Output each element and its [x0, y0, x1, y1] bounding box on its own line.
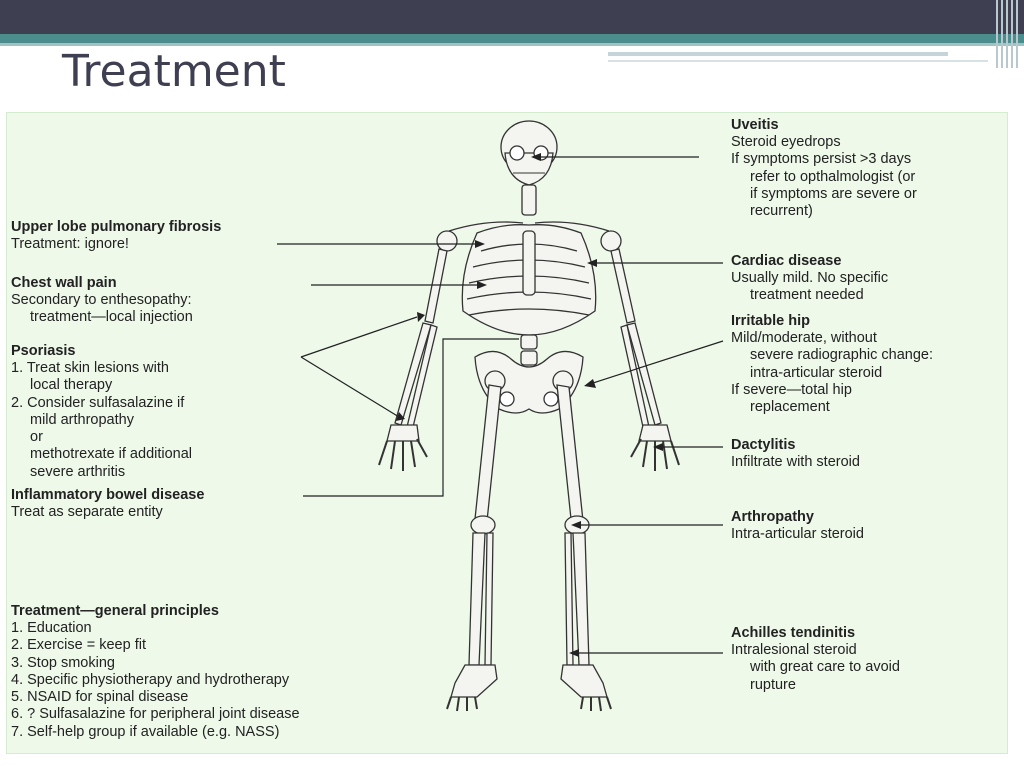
skeleton-illustration [277, 120, 724, 712]
line: with great care to avoid [750, 659, 900, 676]
line: severe arthritis [30, 463, 126, 480]
top-bar [0, 0, 1024, 34]
label-uveitis: Uveitis Steroid eyedrops If symptoms per… [731, 117, 917, 220]
line: severe radiographic change: [750, 347, 933, 364]
line: treatment—local injection [30, 309, 193, 326]
line: local therapy [30, 377, 113, 394]
line: rupture [750, 676, 796, 693]
accent-bar [0, 34, 1024, 43]
label-arthropathy: Arthropathy Intra-articular steroid [731, 509, 864, 543]
line: intra-articular steroid [750, 364, 883, 381]
line: If severe—total hip [731, 381, 852, 398]
label-upper-lobe-pulmonary-fibrosis: Upper lobe pulmonary fibrosis Treatment:… [11, 219, 221, 253]
slide-title: Treatment [62, 46, 286, 97]
line: Intralesional steroid [731, 642, 857, 658]
line: methotrexate if additional [30, 446, 193, 463]
label-general-principles: Treatment—general principles 1. Educatio… [11, 603, 300, 741]
line: 1. Education [11, 620, 92, 636]
label-achilles-tendinitis: Achilles tendinitis Intralesional steroi… [731, 625, 900, 694]
line: 2. Consider sulfasalazine if [11, 394, 185, 411]
title-rule-thin [608, 60, 988, 62]
line: Treatment: ignore! [11, 236, 129, 252]
heading: Upper lobe pulmonary fibrosis [11, 219, 222, 235]
label-inflammatory-bowel-disease: Inflammatory bowel disease Treat as sepa… [11, 487, 204, 521]
heading: Arthropathy [731, 509, 814, 525]
accent-bar-light [0, 43, 1024, 46]
heading: Cardiac disease [731, 253, 842, 269]
heading: Chest wall pain [11, 275, 117, 291]
title-rule [608, 52, 948, 56]
line: refer to opthalmologist (or [750, 168, 916, 185]
line: 5. NSAID for spinal disease [11, 689, 189, 706]
heading: Treatment—general principles [11, 603, 219, 619]
line: Secondary to enthesopathy: [11, 292, 192, 308]
label-dactylitis: Dactylitis Infiltrate with steroid [731, 437, 860, 471]
label-irritable-hip: Irritable hip Mild/moderate, without sev… [731, 313, 933, 416]
line: recurrent) [750, 203, 813, 220]
line: or [30, 429, 43, 446]
line: If symptoms persist >3 days [731, 151, 912, 168]
corner-lines [994, 0, 1024, 70]
label-chest-wall-pain: Chest wall pain Secondary to enthesopath… [11, 275, 193, 327]
label-psoriasis: Psoriasis 1. Treat skin lesions with loc… [11, 343, 192, 481]
heading: Inflammatory bowel disease [11, 487, 205, 503]
line: Infiltrate with steroid [731, 454, 860, 470]
line: 2. Exercise = keep fit [11, 637, 146, 654]
line: replacement [750, 399, 830, 416]
line: 7. Self-help group if available (e.g. NA… [11, 723, 280, 740]
line: 1. Treat skin lesions with [11, 360, 169, 376]
line: treatment needed [750, 287, 864, 304]
line: Steroid eyedrops [731, 134, 841, 150]
line: 6. ? Sulfasalazine for peripheral joint … [11, 706, 300, 723]
line: if symptoms are severe or [750, 185, 917, 202]
heading: Uveitis [731, 117, 779, 133]
line: Treat as separate entity [11, 504, 163, 520]
label-cardiac-disease: Cardiac disease Usually mild. No specifi… [731, 253, 888, 305]
line: 3. Stop smoking [11, 654, 115, 671]
heading: Dactylitis [731, 437, 796, 453]
heading: Psoriasis [11, 343, 76, 359]
line: 4. Specific physiotherapy and hydrothera… [11, 671, 290, 688]
diagram-panel: Upper lobe pulmonary fibrosis Treatment:… [6, 112, 1008, 754]
line: Usually mild. No specific [731, 270, 889, 286]
heading: Achilles tendinitis [731, 625, 856, 641]
line: Mild/moderate, without [731, 330, 877, 346]
line: Intra-articular steroid [731, 526, 864, 542]
line: mild arthropathy [30, 411, 134, 428]
heading: Irritable hip [731, 313, 810, 329]
